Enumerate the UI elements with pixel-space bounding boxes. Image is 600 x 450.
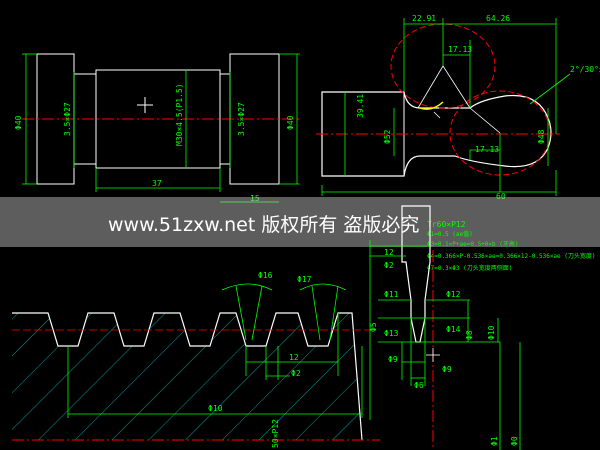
tool-dim-14: Φ14 <box>446 325 461 334</box>
rack-angle-b: Φ17 <box>297 275 312 284</box>
rack-length: Φ10 <box>208 404 223 413</box>
tool-tip-box <box>410 317 426 343</box>
tool-dim-9b: Φ9 <box>442 365 452 374</box>
rack-depth: Φ2 <box>291 369 301 378</box>
shaft-dia-left-label: Φ40 <box>14 115 23 130</box>
tool-dim-13: Φ13 <box>384 329 399 338</box>
tool-dim-10: Φ10 <box>487 325 496 340</box>
rack-angle-a: Φ16 <box>258 271 273 280</box>
shaft-groove-right-label: 3.5×Φ27 <box>237 102 246 136</box>
tool-title: Tr60×P12 <box>427 220 466 229</box>
roller-dim-chord-top: 17.13 <box>448 45 472 54</box>
shaft-dimension-lines <box>22 53 300 203</box>
rack-thread-spec: 50×P12 <box>271 419 280 448</box>
roller-dimension-lines <box>321 18 571 196</box>
shaft-crosshair <box>137 97 153 113</box>
tool-dim-5: Φ5 <box>369 322 378 332</box>
shaft-groove-left-label: 3.5×Φ27 <box>63 102 72 136</box>
tool-dim-60: Φ0 <box>510 436 519 446</box>
tool-dim-8: Φ8 <box>465 330 474 340</box>
tool-note-2: Φ3=0.1×P+ae=0.5+0×b (牙高) <box>427 240 518 248</box>
roller-view: 22.91 64.26 17.13 17.13 39.41 Φ52 Φ48 60… <box>316 14 600 201</box>
rack-tooth-profile <box>12 312 363 441</box>
tool-dim-12b: Φ12 <box>446 290 461 299</box>
tool-dim-61: Φ1 <box>490 436 499 446</box>
tool-note-1: Φ1=0.5 (ae值) <box>427 230 473 238</box>
roller-len: 60 <box>496 192 506 201</box>
roller-dim-top-b: 64.26 <box>486 14 510 23</box>
rack-pitch: 12 <box>289 353 299 362</box>
roller-dia-left: Φ52 <box>383 129 392 144</box>
roller-dim-top-a: 22.91 <box>412 14 436 23</box>
tool-dim-11: Φ11 <box>384 290 399 299</box>
roller-dia-right: Φ48 <box>537 129 546 144</box>
roller-dim-vert: 39.41 <box>356 94 365 118</box>
tool-note-4: Φ7=0.3×Φ3 (刀头宽度两侧面) <box>427 264 512 272</box>
tool-dim-2: Φ2 <box>384 261 394 270</box>
rack-hatch <box>12 313 362 440</box>
shaft-dia-right-label: Φ40 <box>286 115 295 130</box>
roller-highlight-arc <box>419 101 444 110</box>
roller-taper: 2°/30°± <box>570 65 600 74</box>
tool-view: Tr60×P12 Φ1=0.5 (ae值) Φ3=0.1×P+ae=0.5+0×… <box>369 205 596 450</box>
rack-view: Φ16 Φ17 12 Φ2 Φ10 50×P12 <box>12 271 380 448</box>
rack-dimension-lines <box>67 283 363 418</box>
shaft-len-right-label: 15 <box>250 194 260 203</box>
watermark-band <box>0 197 600 247</box>
tool-crosshair <box>426 348 440 362</box>
shaft-len-mid-label: 37 <box>152 179 162 188</box>
watermark-text: www.51zxw.net 版权所有 盗版必究 <box>108 214 419 236</box>
roller-dim-chord-bottom: 17.13 <box>475 145 499 154</box>
tool-dimension-lines <box>369 240 521 450</box>
shaft-thread-label: M30×4.5(P1.5) <box>175 83 184 146</box>
tool-dim-6: Φ6 <box>414 381 424 390</box>
tool-dim-12: 12 <box>384 248 394 257</box>
tool-dim-9a: Φ9 <box>388 355 398 364</box>
roller-guide-lines <box>417 65 501 134</box>
tool-note-3: Φ4=0.366×P-0.536×ae=0.366×12-0.536×ae (刀… <box>427 252 596 260</box>
